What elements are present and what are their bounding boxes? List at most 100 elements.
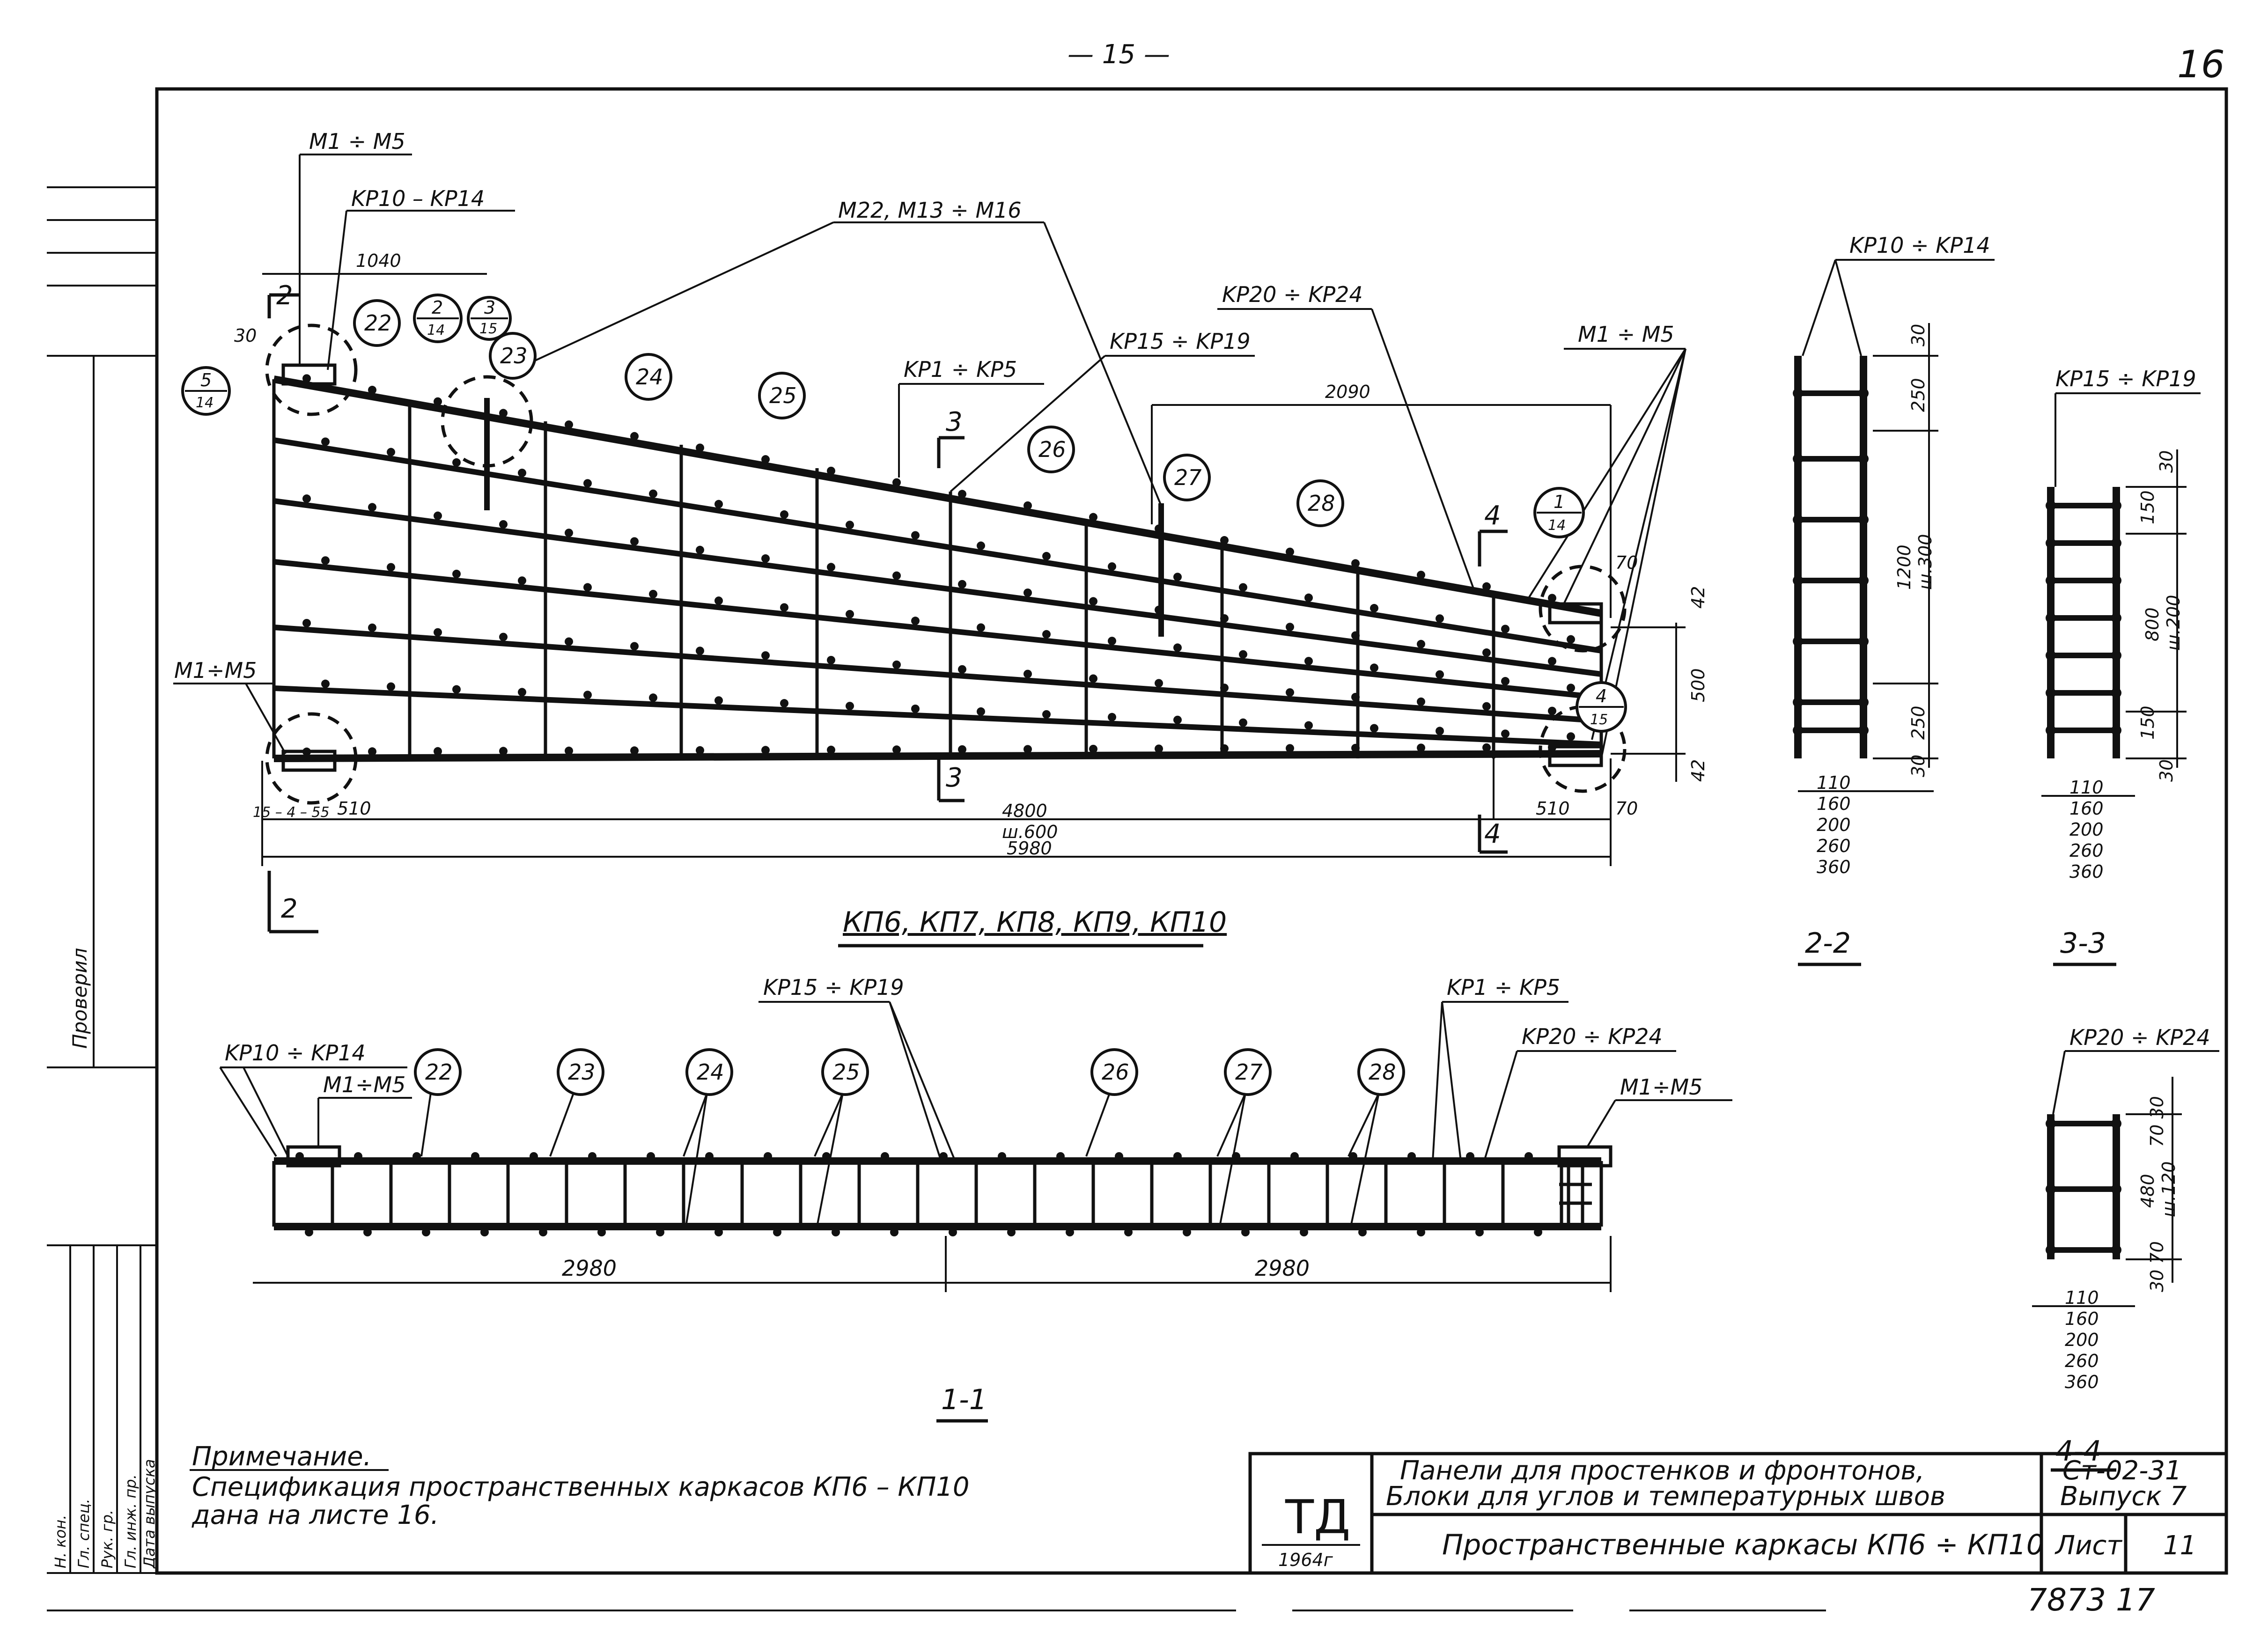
- svg-text:28: 28: [1369, 1059, 1396, 1085]
- detail-circle-top-right: [1539, 565, 1627, 653]
- bar-dot: [761, 455, 770, 464]
- s44-dim-480: 480: [2137, 1174, 2158, 1208]
- title-block-drawing-title: Пространственные каркасы КП6 ÷ КП10: [1442, 1529, 2044, 1561]
- s22-width-0: 110: [1817, 772, 1851, 793]
- bar-dot: [630, 642, 639, 651]
- bar-dot: [1501, 729, 1510, 738]
- bar-dot: [539, 1228, 547, 1236]
- bar-dot: [302, 618, 311, 627]
- bar-dot: [1548, 706, 1556, 715]
- svg-text:2: 2: [432, 297, 443, 318]
- rung-dot: [2111, 650, 2121, 661]
- section-mark-2-bottom: 2: [281, 894, 298, 924]
- bar-dot: [1482, 702, 1491, 711]
- bar-dot: [696, 545, 704, 554]
- bar-dot: [949, 1228, 957, 1236]
- s11-callout-28: 28: [1357, 1048, 1405, 1096]
- section-11-stirrups: [272, 1161, 1563, 1227]
- bar-dot: [764, 1152, 772, 1161]
- bar-dot: [827, 466, 835, 475]
- s22-dim-30b: 30: [1908, 755, 1929, 777]
- s11-callout-23: 23: [557, 1048, 604, 1096]
- rung-dot: [2046, 575, 2056, 586]
- bar-dot: [321, 679, 330, 688]
- bar-dot: [630, 537, 639, 546]
- bar-dot: [1286, 688, 1294, 697]
- label-m1-m5-right: M1 ÷ M5: [1578, 322, 1674, 347]
- bar-dot: [998, 1152, 1006, 1161]
- s44-width-0: 110: [2065, 1287, 2099, 1308]
- s33-width-3: 260: [2069, 840, 2104, 861]
- bar-dot: [518, 469, 526, 478]
- bar-dot: [1417, 571, 1425, 580]
- callout-28: 28: [1296, 479, 1344, 527]
- bar-dot: [1042, 630, 1051, 639]
- bar-dot: [911, 617, 920, 625]
- rung-dot: [1858, 697, 1869, 707]
- bar-dot: [1370, 663, 1378, 672]
- title-block-frame: [1248, 1452, 2228, 1575]
- bar-dot: [1042, 710, 1051, 719]
- bar-dot: [649, 489, 657, 498]
- rung-dot: [1793, 454, 1803, 464]
- bar-dot: [1239, 650, 1247, 659]
- label-kp10-kp14: KP10 – KP14: [351, 186, 485, 211]
- bar-dot: [1351, 631, 1360, 640]
- bar-dot: [892, 478, 901, 487]
- bar-dot: [1567, 732, 1575, 741]
- label-m1-m5-left: M1÷M5: [174, 658, 257, 683]
- s11-callout-22: 22: [414, 1048, 462, 1096]
- svg-text:25: 25: [832, 1059, 860, 1085]
- section-44-rungs: [2046, 1118, 2121, 1255]
- bar-dot: [890, 1228, 898, 1236]
- bar-dot: [1042, 551, 1051, 560]
- title-block-code-1: Ст-02-31: [2062, 1456, 2182, 1486]
- bar-dot: [1286, 744, 1294, 753]
- rung-dot: [2046, 650, 2056, 661]
- detail-circle-top-left: [265, 323, 358, 416]
- bar-dot: [714, 596, 723, 605]
- bar-dot: [387, 682, 395, 691]
- dim-4800: 4800: [1002, 801, 1047, 821]
- rung-dot: [1793, 697, 1803, 707]
- section-mark-2-top: 2: [276, 280, 293, 311]
- rung-dot: [2111, 500, 2121, 511]
- s44-name: 4-4: [2055, 1435, 2101, 1468]
- bar-dot: [452, 569, 461, 578]
- rung-dot: [1793, 388, 1803, 398]
- bar-dot: [1482, 582, 1491, 591]
- dim-2090: 2090: [1325, 382, 1370, 402]
- bar-dot: [1155, 679, 1163, 688]
- title-block-sheet-label: Лист: [2054, 1530, 2122, 1561]
- s33-dim-30a: 30: [2156, 450, 2177, 473]
- section-mark-4-bottom: 4: [1484, 819, 1501, 849]
- svg-text:28: 28: [1308, 491, 1335, 516]
- note-heading: Примечание.: [192, 1441, 371, 1472]
- label-m22-m13-m16: M22, M13 ÷ M16: [838, 198, 1022, 223]
- s44-dim-120: ш.120: [2158, 1162, 2179, 1217]
- bar-dot: [1475, 1228, 1484, 1236]
- rung-dot: [2046, 1245, 2056, 1255]
- bar-dot: [977, 623, 985, 632]
- bar-dot: [832, 1228, 840, 1236]
- s11-label-m1-m5-left: M1÷M5: [323, 1072, 405, 1097]
- bar-dot: [1115, 1152, 1123, 1161]
- bar-dot: [977, 541, 985, 550]
- rung-dot: [2111, 688, 2121, 698]
- section-mark-3-top: 3: [946, 407, 963, 437]
- rung-dot: [2046, 688, 2056, 698]
- s44-width-1: 160: [2065, 1309, 2099, 1329]
- bar-dot: [321, 437, 330, 446]
- bar-dot: [827, 745, 835, 754]
- bar-dot: [518, 576, 526, 585]
- side-stamp-r1: Н. кон.: [52, 1515, 69, 1568]
- bar-dot: [1436, 727, 1444, 735]
- bar-dot: [892, 660, 901, 669]
- section-markers: [267, 293, 1508, 934]
- rung-dot: [1793, 636, 1803, 647]
- rung-dot: [2111, 725, 2121, 735]
- bar-dot: [1407, 1152, 1416, 1161]
- bar-dots: [302, 374, 1575, 756]
- stamp-number: 7873 17: [2027, 1582, 2155, 1618]
